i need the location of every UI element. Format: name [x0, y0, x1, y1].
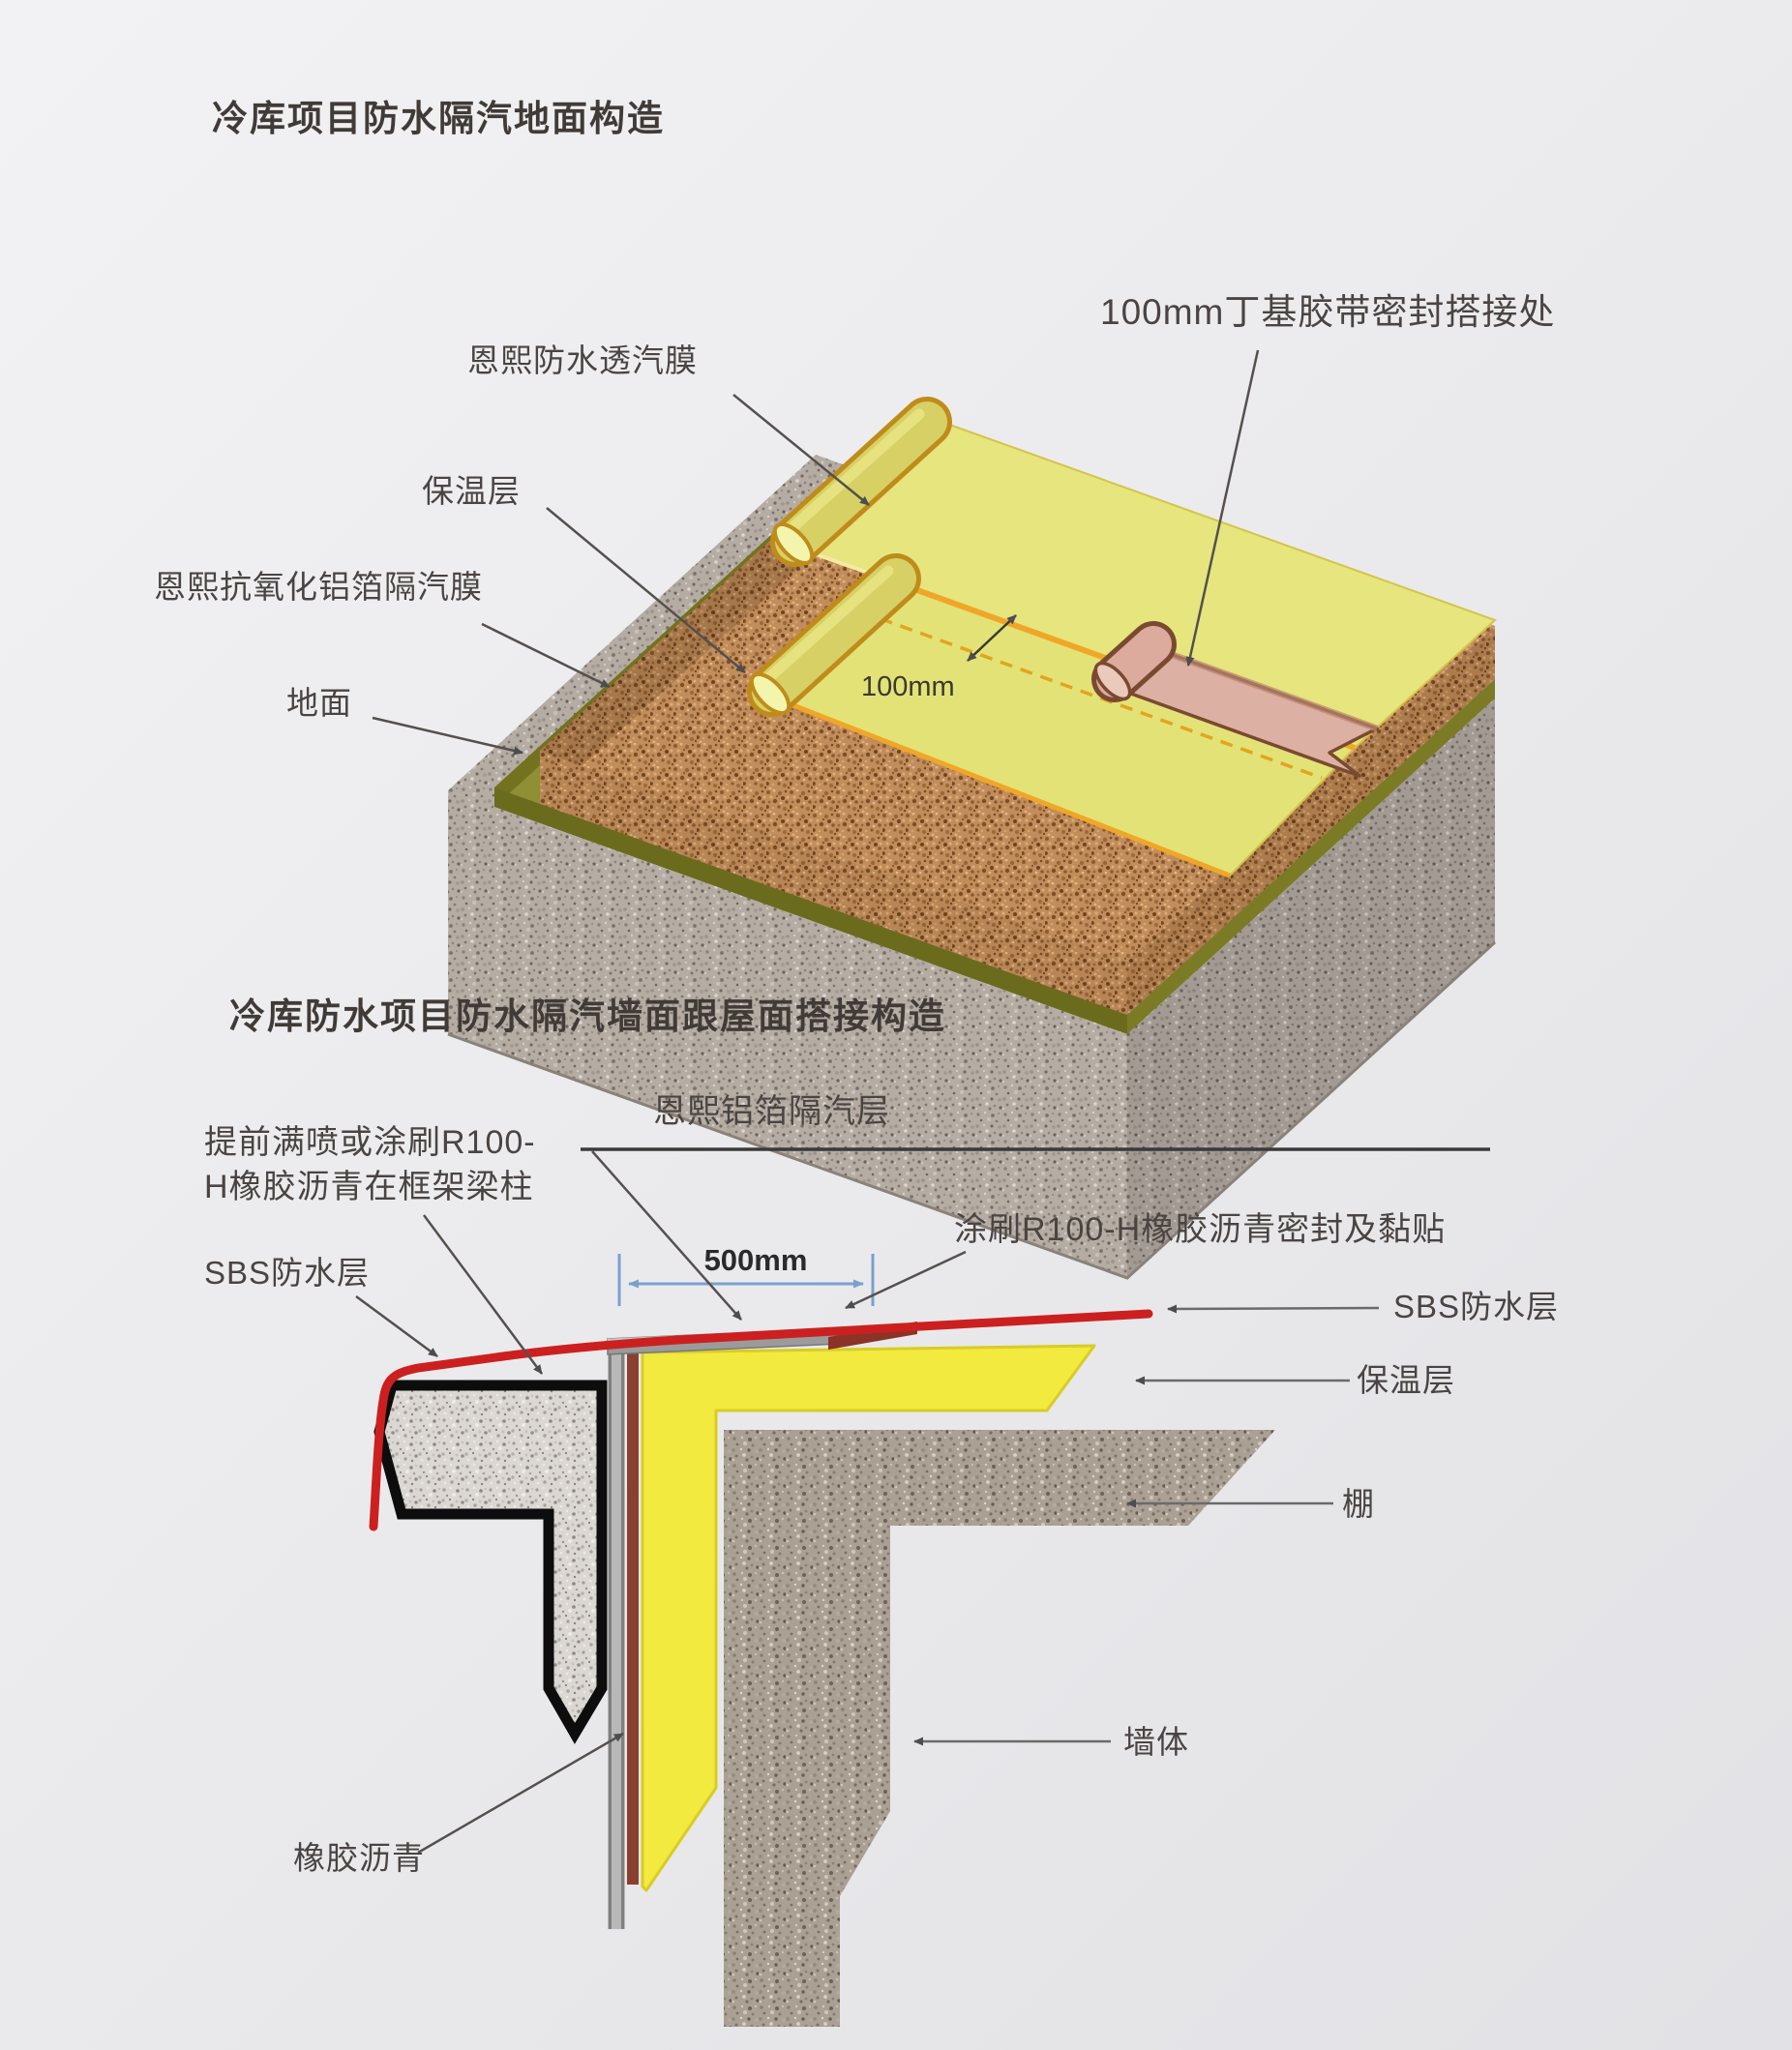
- insulation-cork-rightface-shade: [1127, 626, 1495, 1015]
- label-overlap-dim: 100mm: [861, 671, 955, 702]
- floor-construction-illustration: [372, 349, 1497, 1280]
- label-foil: 恩熙抗氧化铝箔隔汽膜: [154, 569, 483, 605]
- foil-strip-vertical: [608, 1345, 625, 1929]
- label-rubber-asphalt: 橡胶沥青: [293, 1840, 425, 1876]
- label-precoat-line2: H橡胶沥青在框架梁柱: [204, 1169, 534, 1205]
- insulation-cork-frontface-shade: [540, 751, 1127, 1015]
- beam-frame: [373, 1380, 608, 1744]
- leader-foil-layer: [591, 1150, 742, 1321]
- bottom-diagram-title: 冷库防水项目防水隔汽墙面跟屋面搭接构造: [229, 996, 946, 1036]
- rubber-asphalt-strip: [627, 1349, 639, 1885]
- leader-foil: [481, 622, 611, 689]
- overlap-dim-arrow: [967, 614, 1017, 662]
- label-ground: 地面: [286, 685, 352, 721]
- label-insulation-right: 保温层: [1357, 1362, 1455, 1398]
- leader-coat-seal: [845, 1250, 967, 1310]
- foil-vapor-layer-rightedge: [1127, 679, 1495, 1034]
- leader-sbs-right: [1167, 1304, 1380, 1314]
- membrane-front-edge: [767, 693, 1231, 878]
- dim-500: [617, 1254, 875, 1306]
- insulation-panel: [641, 1344, 1096, 1892]
- leader-rubber-asphalt: [417, 1732, 624, 1855]
- wall-body: [724, 1430, 1275, 2027]
- concrete-slab-frontface: [448, 790, 1127, 1278]
- concrete-slab-rightface-shade: [1127, 698, 1495, 1278]
- top-diagram-title: 冷库项目防水隔汽地面构造: [212, 99, 665, 138]
- label-ceiling: 棚: [1342, 1486, 1375, 1522]
- leader-insulation: [546, 507, 746, 673]
- label-insulation-top: 保温层: [422, 473, 521, 509]
- label-membrane: 恩熙防水透汽膜: [467, 342, 698, 378]
- label-dim-500: 500mm: [703, 1243, 808, 1277]
- concrete-slab-bottom-edge: [447, 940, 1497, 1280]
- leader-tape: [1185, 349, 1260, 667]
- sbs-line: [369, 1309, 1153, 1531]
- label-sbs-left: SBS防水层: [204, 1255, 371, 1291]
- wall-roof-overlap-illustration: [355, 1147, 1490, 2027]
- foil-vapor-layer-frontedge: [494, 787, 1127, 1034]
- label-coat-seal: 涂刷R100-H橡胶沥青密封及黏贴: [954, 1211, 1447, 1248]
- leader-ground: [372, 716, 523, 756]
- label-precoat-line1: 提前满喷或涂刷R100-: [204, 1124, 536, 1161]
- concrete-slab-rightface: [1127, 698, 1495, 1278]
- leader-membrane: [732, 394, 870, 506]
- overlap-dashed-line: [859, 609, 1323, 780]
- label-tape: 100mm丁基胶带密封搭接处: [1100, 292, 1556, 332]
- membrane-roll-2: [747, 553, 921, 717]
- leader-sbs-left: [355, 1294, 438, 1358]
- label-foil-layer: 恩熙铝箔隔汽层: [653, 1093, 890, 1130]
- leader-precoat: [422, 1214, 544, 1375]
- insulation-cork-frontface: [540, 751, 1127, 1015]
- membrane-roll-1: [770, 397, 952, 567]
- label-wall: 墙体: [1123, 1724, 1189, 1760]
- insulation-cork-rightface: [1127, 626, 1495, 1015]
- label-sbs-right: SBS防水层: [1393, 1289, 1560, 1324]
